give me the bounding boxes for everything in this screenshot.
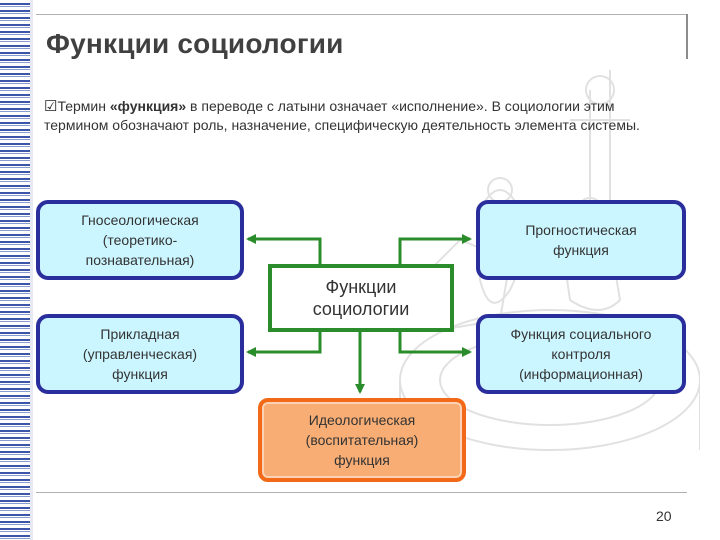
box-gnoseological-line2: (теоретико- bbox=[102, 232, 178, 248]
box-gnoseological: Гносеологическая (теоретико- познаватель… bbox=[36, 200, 244, 280]
box-prognostic-line1: Прогностическая bbox=[525, 222, 637, 238]
box-ideological-line3: функция bbox=[334, 452, 390, 468]
box-ideological-line1: Идеологическая bbox=[308, 412, 416, 428]
box-social-control-line2: контроля bbox=[551, 346, 611, 362]
box-applied: Прикладная (управленческая) функция bbox=[36, 314, 244, 394]
connector-to-gnoseological bbox=[246, 234, 322, 265]
center-line1: Функции bbox=[325, 277, 397, 297]
frame-line-top bbox=[36, 14, 687, 15]
page-number: 20 bbox=[656, 508, 672, 524]
slide-title: Функции социологии bbox=[46, 28, 344, 59]
intro-rest: в переводе с латыни означает «исполнение… bbox=[44, 98, 640, 133]
box-social-control: Функция социального контроля (информацио… bbox=[476, 314, 686, 394]
connector-to-social-control bbox=[398, 330, 472, 357]
intro-bold-term: «функция» bbox=[109, 98, 187, 114]
frame-line-right bbox=[686, 14, 688, 59]
box-center-functions: Функции социологии bbox=[268, 264, 454, 332]
binding-edge bbox=[30, 0, 33, 540]
box-applied-line2: (управленческая) bbox=[82, 346, 198, 362]
intro-paragraph: ☑Термин «функция» в переводе с латыни оз… bbox=[44, 97, 674, 135]
box-ideological: Идеологическая (воспитательная) функция bbox=[258, 398, 466, 482]
box-applied-line1: Прикладная bbox=[100, 326, 180, 342]
checkbox-icon: ☑ bbox=[44, 98, 58, 115]
box-ideological-line2: (воспитательная) bbox=[305, 432, 419, 448]
connector-to-applied bbox=[246, 330, 322, 357]
frame-line-bottom bbox=[36, 492, 687, 493]
connector-to-prognostic bbox=[398, 234, 472, 265]
notebook-binding bbox=[0, 0, 30, 540]
box-social-control-line1: Функция социального bbox=[510, 326, 652, 342]
center-line2: социологии bbox=[312, 299, 410, 319]
box-prognostic-line2: функция bbox=[553, 242, 609, 258]
box-gnoseological-line1: Гносеологическая bbox=[81, 212, 199, 228]
box-social-control-line3: (информационная) bbox=[519, 366, 643, 382]
box-gnoseological-line3: познавательная) bbox=[85, 252, 195, 268]
intro-prefix: Термин bbox=[57, 98, 110, 114]
box-applied-line3: функция bbox=[112, 366, 168, 382]
box-prognostic: Прогностическая функция bbox=[476, 200, 686, 280]
